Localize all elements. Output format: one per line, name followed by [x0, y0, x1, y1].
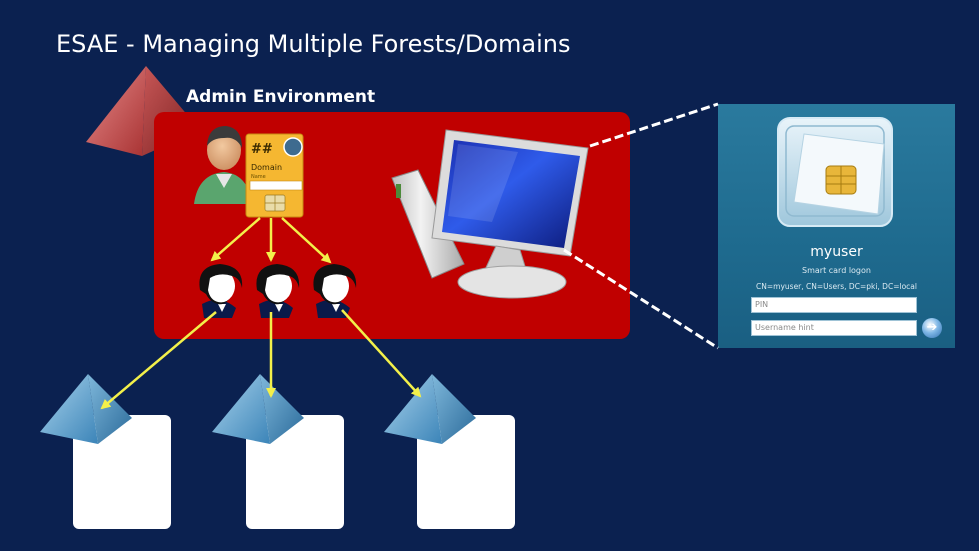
admin-user-icon [194, 126, 252, 204]
slide-title: ESAE - Managing Multiple Forests/Domains [56, 30, 571, 58]
go-arrow-icon[interactable]: ➔ [922, 318, 942, 338]
username-hint-input[interactable]: Username hint [751, 320, 917, 336]
admin-account-icon [313, 264, 357, 318]
account-to-forest-arrow-3 [341, 309, 422, 398]
account-to-forest-arrow-1 [100, 311, 217, 410]
admin-account-icon [256, 264, 300, 318]
logon-subtitle: Smart card logon [802, 266, 871, 275]
forest-pyramid-icon [384, 374, 476, 444]
zoom-connector-top [589, 102, 719, 148]
smart-card-icon: ## Domain Name [245, 133, 304, 218]
logon-distinguished-name: CN=myuser, CN=Users, DC=pki, DC=local [756, 282, 917, 291]
card-to-account-arrow-1 [210, 217, 261, 262]
card-caption: Domain [251, 163, 282, 172]
card-marks: ## [251, 142, 273, 157]
zoom-connector-bottom [563, 248, 719, 350]
smart-card-logon-panel: myuser Smart card logon CN=myuser, CN=Us… [718, 104, 955, 348]
admin-accounts-group [199, 264, 357, 318]
pin-input[interactable]: PIN [751, 297, 917, 313]
logon-username: myuser [810, 244, 863, 260]
workstation-icon [391, 129, 589, 299]
card-to-account-arrow-3 [281, 217, 332, 264]
smart-card-tile-icon [777, 117, 893, 227]
admin-environment-label: Admin Environment [186, 87, 376, 107]
card-subcaption: Name [251, 174, 266, 180]
admin-account-icon [199, 264, 243, 318]
